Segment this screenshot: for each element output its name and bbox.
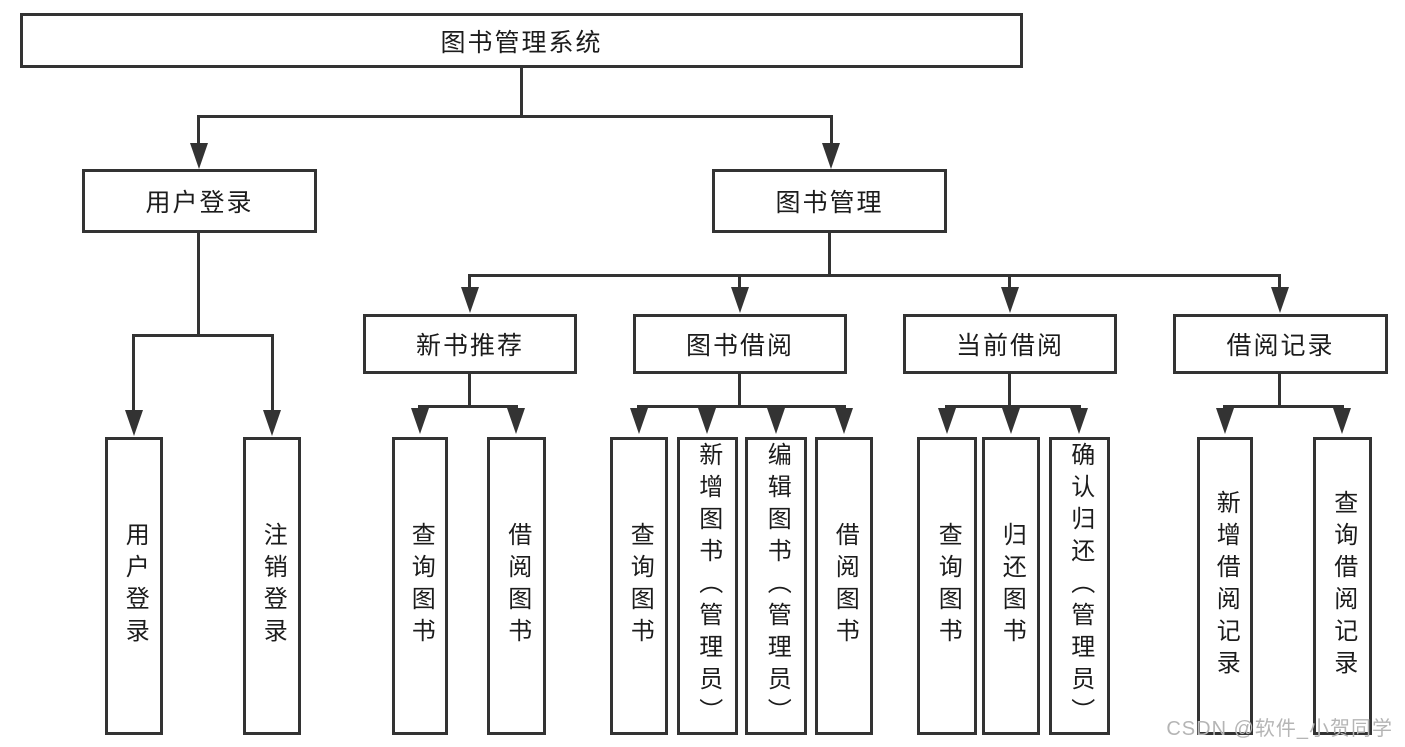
connector-line <box>1008 374 1011 407</box>
connector-line <box>828 233 831 276</box>
arrow-down-icon <box>461 287 479 313</box>
node-add-books-admin: 新增图书（管理员） <box>677 437 738 735</box>
node-new-book-recommendation: 新书推荐 <box>363 314 577 374</box>
arrow-down-icon <box>507 408 525 434</box>
arrow-down-icon <box>1333 408 1351 434</box>
node-query-books: 查询图书 <box>917 437 977 735</box>
connector-line <box>1223 405 1344 408</box>
connector-line <box>945 405 1081 408</box>
connector-line <box>132 334 274 337</box>
watermark: CSDN @软件_小贺同学 <box>1166 718 1393 740</box>
node-label: 新增借阅记录 <box>1212 490 1240 682</box>
node-label: 查询图书 <box>934 522 962 650</box>
node-label: 确认归还（管理员） <box>1066 442 1094 730</box>
node-query-books: 查询图书 <box>610 437 668 735</box>
connector-line <box>1278 374 1281 407</box>
node-edit-books-admin: 编辑图书（管理员） <box>745 437 807 735</box>
arrow-down-icon <box>263 410 281 436</box>
node-book-management: 图书管理 <box>712 169 947 233</box>
node-logout-action: 注销登录 <box>243 437 301 735</box>
node-borrow-books: 借阅图书 <box>487 437 546 735</box>
connector-line <box>738 274 741 290</box>
arrow-down-icon <box>1001 287 1019 313</box>
node-library-management-system: 图书管理系统 <box>20 13 1023 68</box>
node-book-borrowing: 图书借阅 <box>633 314 847 374</box>
node-user-login: 用户登录 <box>82 169 317 233</box>
node-label: 注销登录 <box>259 522 287 650</box>
connector-line <box>132 334 135 412</box>
node-label: 用户登录 <box>145 189 254 217</box>
node-label: 图书管理 <box>775 189 884 217</box>
arrow-down-icon <box>767 408 785 434</box>
connector-line <box>1008 274 1011 290</box>
arrow-down-icon <box>1002 408 1020 434</box>
connector-line <box>830 115 833 145</box>
node-label: 借阅记录 <box>1226 332 1335 360</box>
node-label: 当前借阅 <box>955 332 1064 360</box>
node-label: 借阅图书 <box>831 522 859 650</box>
node-label: 查询借阅记录 <box>1329 490 1357 682</box>
node-label: 用户登录 <box>121 522 149 650</box>
connector-line <box>1278 274 1281 290</box>
arrow-down-icon <box>731 287 749 313</box>
arrow-down-icon <box>938 408 956 434</box>
node-borrowing-records: 借阅记录 <box>1173 314 1388 374</box>
connector-line <box>197 115 833 118</box>
connector-line <box>197 233 200 336</box>
node-user-login-action: 用户登录 <box>105 437 163 735</box>
connector-line <box>637 405 846 408</box>
node-label: 编辑图书（管理员） <box>763 442 791 730</box>
node-label: 借阅图书 <box>503 522 531 650</box>
arrow-down-icon <box>822 143 840 169</box>
arrow-down-icon <box>1070 408 1088 434</box>
arrow-down-icon <box>125 410 143 436</box>
arrow-down-icon <box>411 408 429 434</box>
node-confirm-return-admin: 确认归还（管理员） <box>1049 437 1110 735</box>
connector-line <box>520 68 523 118</box>
connector-line <box>271 334 274 412</box>
node-add-borrow-record: 新增借阅记录 <box>1197 437 1253 735</box>
node-label: 图书管理系统 <box>440 28 603 57</box>
connector-line <box>418 405 518 408</box>
node-label: 查询图书 <box>626 522 654 650</box>
arrow-down-icon <box>1271 287 1289 313</box>
node-label: 新书推荐 <box>415 332 524 360</box>
node-current-borrowing: 当前借阅 <box>903 314 1117 374</box>
node-query-borrow-record: 查询借阅记录 <box>1313 437 1372 735</box>
arrow-down-icon <box>1216 408 1234 434</box>
connector-line <box>468 274 1281 277</box>
node-label: 查询图书 <box>407 522 435 650</box>
node-query-books: 查询图书 <box>392 437 448 735</box>
arrow-down-icon <box>630 408 648 434</box>
node-label: 图书借阅 <box>685 332 794 360</box>
node-label: 新增图书（管理员） <box>694 442 722 730</box>
connector-line <box>738 374 741 407</box>
connector-line <box>468 374 471 407</box>
arrow-down-icon <box>698 408 716 434</box>
arrow-down-icon <box>190 143 208 169</box>
connector-line <box>468 274 471 290</box>
connector-line <box>197 115 200 145</box>
node-return-books: 归还图书 <box>982 437 1040 735</box>
arrow-down-icon <box>835 408 853 434</box>
node-borrow-books: 借阅图书 <box>815 437 873 735</box>
node-label: 归还图书 <box>998 522 1026 650</box>
